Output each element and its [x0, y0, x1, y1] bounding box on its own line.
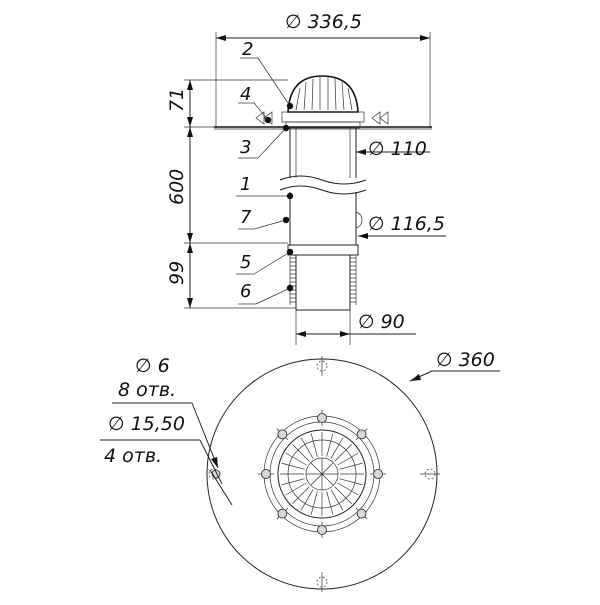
arrow [187, 233, 193, 243]
grate-outer [277, 429, 367, 519]
nozzle-ribs [290, 257, 356, 303]
callout-2: 2 [240, 39, 294, 110]
clamp-bolt [276, 507, 289, 520]
grate-slot [330, 437, 344, 459]
arrow [187, 117, 193, 127]
svg-text:5: 5 [240, 252, 251, 273]
side-view: ∅ 336,5 [166, 11, 446, 345]
grate-slot [281, 462, 305, 470]
clamp-bolt [317, 410, 327, 426]
mounting-hole-crosses [321, 356, 440, 592]
grate-hub-spokes [306, 458, 338, 490]
grate-slot [281, 478, 305, 486]
grate-slot [310, 433, 318, 457]
grate-slot [339, 462, 363, 470]
clamp-bolt [317, 522, 327, 538]
dim-hole-6-label: ∅ 6 [135, 355, 170, 377]
grate-slot [326, 491, 334, 515]
dim-hole-15-label: ∅ 15,50 [108, 413, 185, 435]
clamp-bolts [258, 410, 386, 538]
grate-slot [285, 452, 307, 466]
dim-90-label: ∅ 90 [358, 311, 405, 333]
callout-6: 6 [238, 281, 294, 305]
callout-4: 4 [238, 84, 272, 124]
svg-text:6: 6 [240, 281, 251, 302]
clamp-ring [281, 111, 365, 123]
callout-3: 3 [238, 124, 290, 159]
svg-text:7: 7 [240, 207, 252, 228]
clamp-bolt [276, 428, 289, 441]
break-line-top [279, 175, 367, 185]
callout-hole-6: ∅ 6 8 отв. [112, 355, 219, 469]
grate-slot [326, 433, 334, 457]
dim-116-label: ∅ 116,5 [368, 213, 445, 235]
arrow-left [216, 35, 226, 41]
svg-text:3: 3 [240, 137, 251, 158]
dim-110-label: ∅ 110 [368, 138, 427, 160]
dim-99-label: 99 [166, 261, 188, 285]
wing-nut-right [371, 111, 389, 125]
dim-71-label: 71 [166, 88, 188, 112]
arrow [296, 331, 306, 337]
grate-slot [334, 444, 352, 462]
grate-slot [330, 489, 344, 511]
grate-slot [310, 491, 318, 515]
grate-slot [300, 489, 314, 511]
arrow [356, 149, 366, 155]
arrow [187, 243, 193, 253]
callout-hole-15: ∅ 15,50 4 отв. [100, 413, 233, 506]
grate-slot [285, 482, 307, 496]
top-view: ∅ 360 ∅ 6 8 отв. ∅ 15,50 4 отв. [100, 349, 500, 592]
callout-7: 7 [238, 207, 290, 230]
dim-top-width-label: ∅ 336,5 [285, 11, 362, 33]
callout-5: 5 [236, 248, 294, 275]
grate-slots [280, 432, 364, 516]
grate-slot [292, 444, 310, 462]
arrow [187, 80, 193, 90]
coupling [287, 244, 359, 256]
arrow [187, 298, 193, 308]
grate-slot [339, 478, 363, 486]
grate-slot [334, 486, 352, 504]
dim-360-label: ∅ 360 [436, 349, 495, 371]
arrow-right [420, 35, 430, 41]
svg-text:2: 2 [242, 39, 253, 60]
dome-ribs [295, 77, 353, 111]
grate-slot [300, 437, 314, 459]
arrow [187, 127, 193, 137]
grate-slot [337, 482, 359, 496]
callout-360: ∅ 360 [409, 349, 500, 382]
dome-grate [287, 75, 359, 113]
dim-600-label: 600 [166, 169, 188, 205]
grate-slot [292, 486, 310, 504]
dim-holes-8-label: 8 отв. [118, 379, 176, 401]
clamp-bolt [370, 469, 386, 479]
dim-holes-4-label: 4 отв. [104, 445, 162, 467]
svg-text:1: 1 [240, 174, 251, 195]
seal-ring [355, 211, 363, 229]
grate-slot [337, 452, 359, 466]
clamp-bolt [258, 469, 274, 479]
clamp-bolt [355, 507, 368, 520]
clamp-bolt [355, 428, 368, 441]
svg-text:4: 4 [240, 84, 251, 105]
break-line-bottom [279, 185, 367, 195]
callout-1: 1 [236, 174, 294, 200]
arrow [340, 331, 350, 337]
arrow [358, 233, 368, 239]
